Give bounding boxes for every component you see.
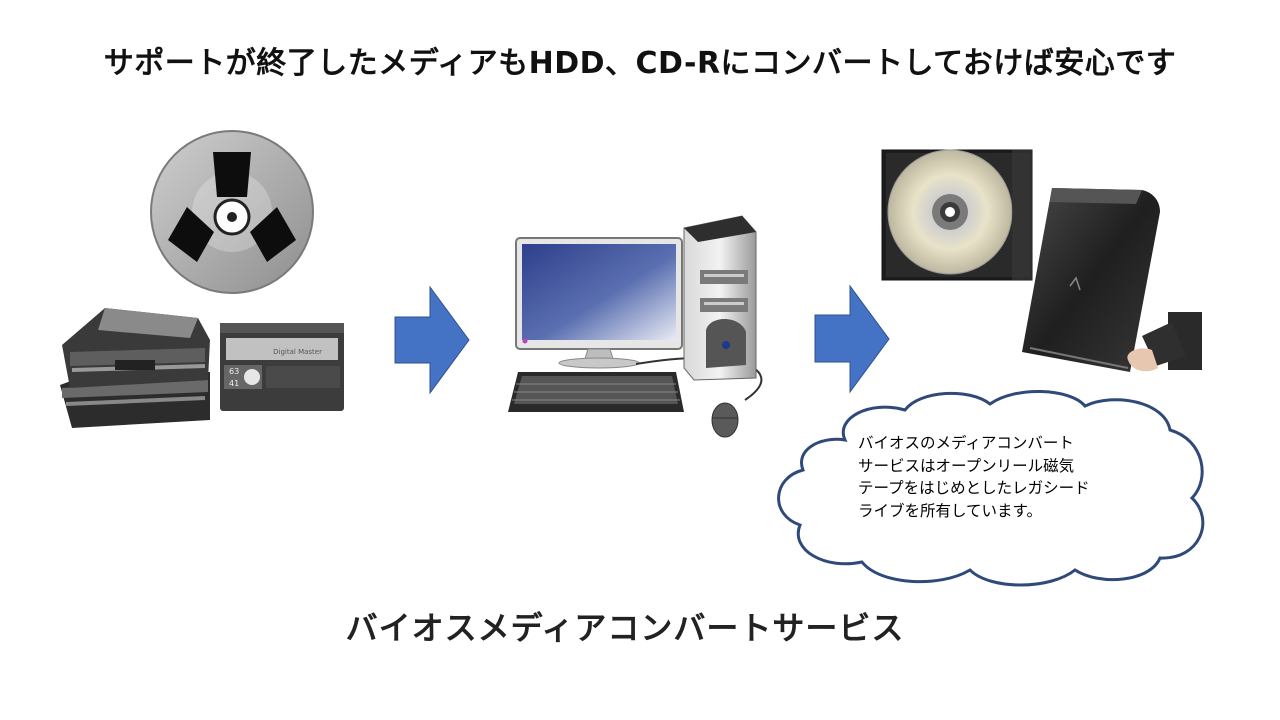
video-cassette-icon — [60, 308, 210, 428]
dv-counter-1: 63 — [229, 367, 239, 376]
external-hdd-icon — [1022, 188, 1202, 372]
page-title: サポートが終了したメディアもHDD、CD-Rにコンバートしておけば安心です — [103, 46, 1177, 81]
right-arrow-icon — [394, 285, 470, 395]
service-name: バイオスメディアコンバートサービス — [345, 609, 905, 647]
bubble-line: テープをはじめとしたレガシード — [858, 479, 1090, 497]
cd-case-icon — [881, 149, 1033, 281]
right-arrow-icon — [814, 284, 890, 394]
dv-counter-2: 41 — [229, 379, 239, 388]
bubble-text: バイオスのメディアコンバート サービスはオープンリール磁気 テープをはじめとした… — [858, 432, 1158, 522]
cloud-callout-shape — [777, 389, 1205, 587]
dv-label-text: Digital Master — [273, 348, 322, 356]
bubble-line: サービスはオープンリール磁気 — [858, 456, 1075, 475]
bubble-line: バイオスのメディアコンバート — [858, 434, 1074, 452]
desktop-computer-icon — [508, 215, 763, 438]
bubble-line: ライブを所有しています。 — [858, 501, 1042, 520]
dv-cassette-icon: Digital Master 63 41 — [220, 323, 344, 411]
open-reel-tape-icon — [150, 130, 314, 294]
